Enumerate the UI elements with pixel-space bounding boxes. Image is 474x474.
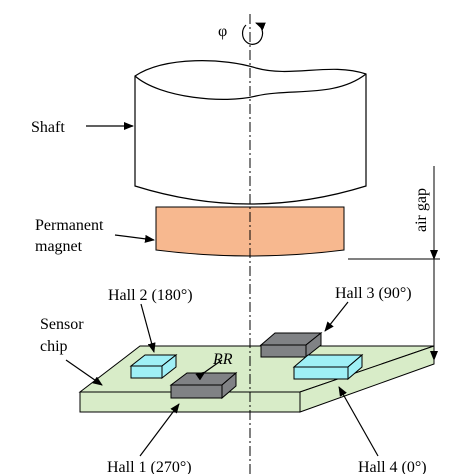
air-gap-label: air gap [413, 188, 430, 232]
shaft-label: Shaft [31, 119, 65, 136]
magnet-pointer [114, 234, 155, 243]
phi-label: φ [218, 23, 227, 40]
sensor-chip-board [78, 345, 435, 413]
hall3-pointer [324, 301, 349, 332]
chip-pointer [65, 359, 103, 386]
hall-3-element [259, 331, 323, 359]
hall-2-element [129, 353, 178, 380]
rotation-arrow [242, 22, 266, 45]
hall1-pointer [139, 403, 180, 457]
shaft [134, 60, 367, 205]
hall1-label: Hall 1 (270°) [107, 459, 192, 474]
permanent-label: Permanent [35, 217, 104, 234]
rr-arrow [195, 359, 223, 381]
hall4-label: Hall 4 (0°) [358, 459, 427, 474]
hall-4-element [292, 353, 364, 381]
hall2-pointer [140, 303, 156, 353]
hall3-label: Hall 3 (90°) [335, 285, 412, 302]
magnet-label: magnet [35, 238, 83, 255]
rr-label: RR [212, 351, 233, 368]
chip-side-face [299, 345, 435, 413]
sensor-label: Sensor [40, 316, 84, 333]
hall2-label: Hall 2 (180°) [108, 287, 193, 304]
hall4-pointer [338, 386, 379, 457]
chip-label: chip [40, 338, 68, 355]
air-gap-dimension [348, 166, 440, 361]
